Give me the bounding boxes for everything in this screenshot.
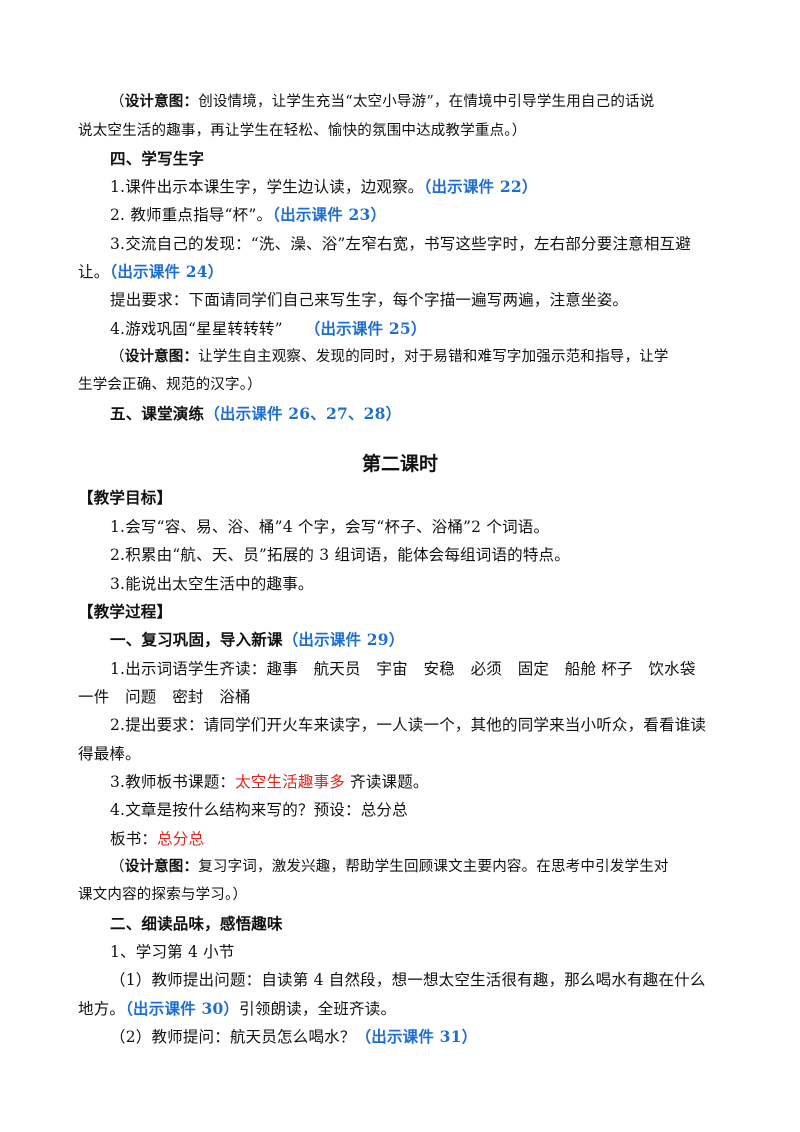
courseware-tag: （出示课件 30）	[125, 999, 240, 1018]
step-4-2: 2. 教师重点指导“杯”。（出示课件 23）	[110, 205, 387, 224]
step-1-1-line2: 一件 问题 密封 浴桶	[78, 688, 251, 706]
step-1-2-line2: 得最棒。	[78, 745, 141, 763]
section-2-heading: 二、细读品味，感悟趣味	[110, 914, 283, 933]
design-intent-3-line2: 课文内容的探索与学习。）	[78, 887, 248, 903]
design-intent-label: 设计意图：	[124, 858, 199, 875]
step-1-2-line1: 2.提出要求：请同学们开火车来读字，一人读一个，其他的同学来当小听众，看看谁读	[110, 716, 707, 734]
writing-requirement: 提出要求：下面请同学们自己来写生字，每个字描一遍写两遍，注意坐姿。	[110, 291, 629, 309]
courseware-tag: （出示课件 24）	[109, 262, 224, 281]
lesson-2-title: 第二课时	[361, 453, 438, 475]
section-1-heading: 一、复习巩固，导入新课（出示课件 29）	[110, 630, 405, 649]
step-4-3-line2: 让。（出示课件 24）	[78, 262, 224, 281]
courseware-tag: （出示课件 22）	[423, 177, 538, 196]
goals-heading: 【教学目标】	[78, 488, 173, 507]
section-5-heading: 五、课堂演练（出示课件 26、27、28）	[110, 404, 402, 423]
process-heading: 【教学过程】	[78, 602, 173, 621]
courseware-tag: （出示课件 26、27、28）	[204, 404, 402, 423]
question-1-line2: 地方。（出示课件 30）引领朗读，全班齐读。	[78, 999, 397, 1018]
courseware-tag: （出示课件 31）	[355, 1027, 478, 1046]
board-structure-text: 总分总	[157, 830, 205, 848]
question-1-line1: （1）教师提出问题：自读第 4 自然段，想一想太空生活很有趣，那么喝水有趣在什么	[110, 971, 706, 989]
question-2: （2）教师提问：航天员怎么喝水？（出示课件 31）	[110, 1027, 478, 1046]
step-1-4: 4.文章是按什么结构来写的？预设：总分总	[110, 801, 408, 819]
design-intent-label: 设计意图：	[124, 348, 199, 365]
step-1-1-line1: 1.出示词语学生齐读：趣事 航天员 宇宙 安稳 必须 固定 船舱 杯子 饮水袋	[110, 660, 696, 678]
step-4-1: 1.课件出示本课生字，学生边认读，边观察。（出示课件 22）	[110, 177, 538, 196]
design-intent-3-line1: （设计意图：复习字词，激发兴趣，帮助学生回顾课文主要内容。在思考中引发学生对	[110, 858, 669, 875]
design-intent-label: 设计意图：	[124, 93, 199, 110]
design-intent-2-line2: 生学会正确、规范的汉字。）	[78, 377, 262, 393]
design-intent-1-line1: （设计意图：创设情境，让学生充当“太空小导游”，在情境中引导学生用自己的话说	[110, 93, 655, 110]
step-4-4: 4.游戏巩固“星星转转转”（出示课件 25）	[110, 319, 427, 338]
design-intent-1-line2: 说太空生活的趣事，再让学生在轻松、愉快的氛围中达成教学重点。）	[78, 123, 527, 139]
board-writing: 板书：总分总	[110, 830, 205, 848]
goal-3: 3.能说出太空生活中的趣事。	[110, 575, 314, 593]
step-4-3-line1: 3.交流自己的发现：“洗、澡、浴”左窄右宽，书写这些字时，左右部分要注意相互避	[110, 235, 691, 253]
courseware-tag: （出示课件 23）	[272, 205, 387, 224]
goal-1: 1.会写“容、易、浴、桶”4 个字，会写“杯子、浴桶”2 个词语。	[110, 518, 550, 536]
courseware-tag: （出示课件 29）	[282, 630, 405, 649]
section-4-heading: 四、学写生字	[110, 149, 205, 168]
board-title-text: 太空生活趣事多	[235, 773, 345, 791]
design-intent-2-line1: （设计意图：让学生自主观察、发现的同时，对于易错和难写字加强示范和指导，让学	[110, 348, 669, 365]
subsection-heading: 1、学习第 4 小节	[110, 943, 235, 961]
courseware-tag: （出示课件 25）	[304, 319, 427, 338]
goal-2: 2.积累由“航、天、员”拓展的 3 组词语，能体会每组词语的特点。	[110, 546, 570, 564]
step-1-3: 3.教师板书课题：太空生活趣事多 齐读课题。	[110, 773, 429, 791]
